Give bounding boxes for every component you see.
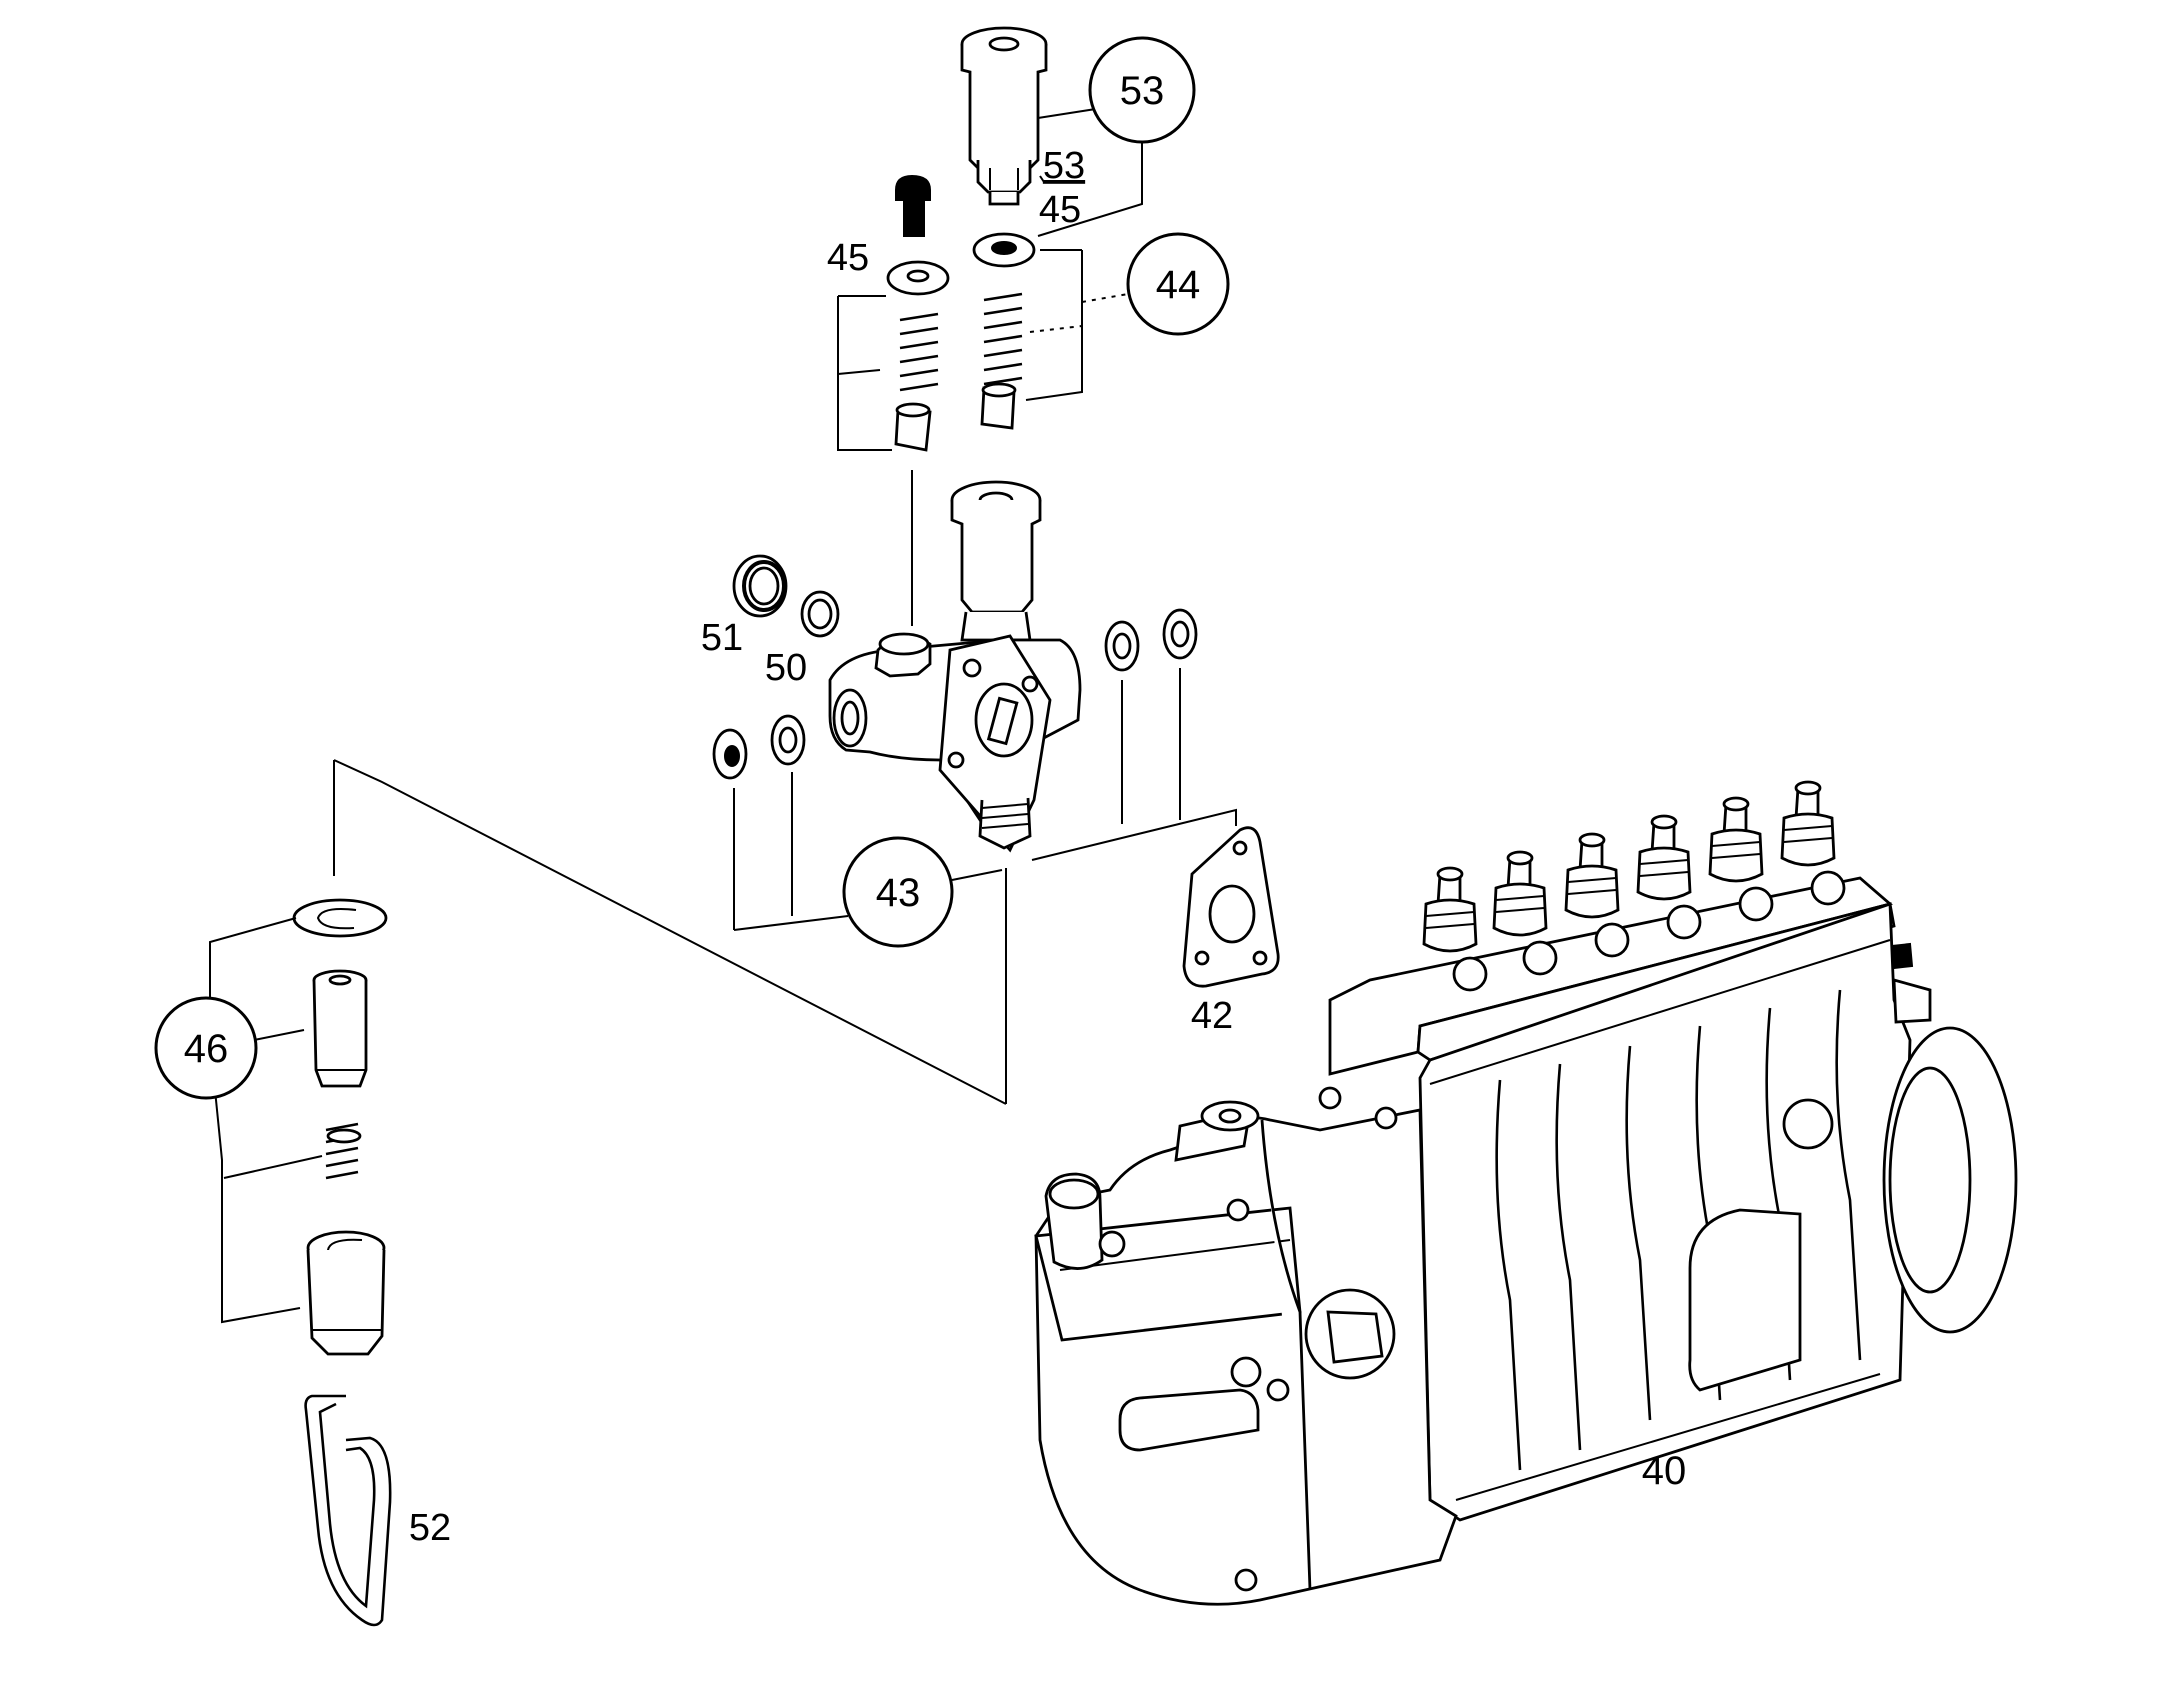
valve-spring-set <box>894 292 1023 452</box>
callout-45-right-label: 45 <box>1039 189 1081 231</box>
check-valve-set-46 <box>292 898 388 1356</box>
callout-45-left-label: 45 <box>827 237 869 279</box>
callout-43-label: 43 <box>876 871 921 915</box>
spring-clip-52-part <box>304 1394 392 1627</box>
connector-long-line <box>333 759 1007 1105</box>
callout-53-sub-label: 53 <box>1043 145 1085 187</box>
callout-51-label: 51 <box>701 617 743 659</box>
bracket-46 <box>209 917 323 1324</box>
bleed-screw-part <box>895 174 931 237</box>
callout-46-bubble: 46 <box>154 996 258 1100</box>
seal-ring-51-part <box>732 554 788 618</box>
feed-pump-housing-part <box>828 480 1082 853</box>
primer-pump-part <box>960 26 1048 206</box>
washer-45-part <box>886 232 1036 296</box>
callout-43-bubble: 43 <box>842 836 954 948</box>
callout-44-bubble: 44 <box>1126 232 1230 336</box>
callout-53-bubble: 53 <box>1088 36 1196 144</box>
gasket-42-part <box>1182 826 1280 988</box>
washer-pair-right <box>1104 608 1198 672</box>
callout-50-label: 50 <box>765 647 807 689</box>
callout-52-label: 52 <box>409 1507 451 1549</box>
leader-53 <box>1037 107 1143 237</box>
delivery-valve-row <box>1422 780 1846 992</box>
washer-50-part <box>800 590 840 638</box>
bracket-44 <box>837 249 1129 451</box>
washer-pair-left <box>712 714 806 780</box>
callout-40-label: 40 <box>1642 1449 1687 1493</box>
injection-pump-part <box>1034 876 2018 1606</box>
callout-42-label: 42 <box>1191 995 1233 1037</box>
callout-44-label: 44 <box>1156 263 1201 307</box>
bracket-43 <box>733 668 1237 1104</box>
callout-46-label: 46 <box>184 1027 229 1071</box>
callout-53-label: 53 <box>1120 69 1165 113</box>
